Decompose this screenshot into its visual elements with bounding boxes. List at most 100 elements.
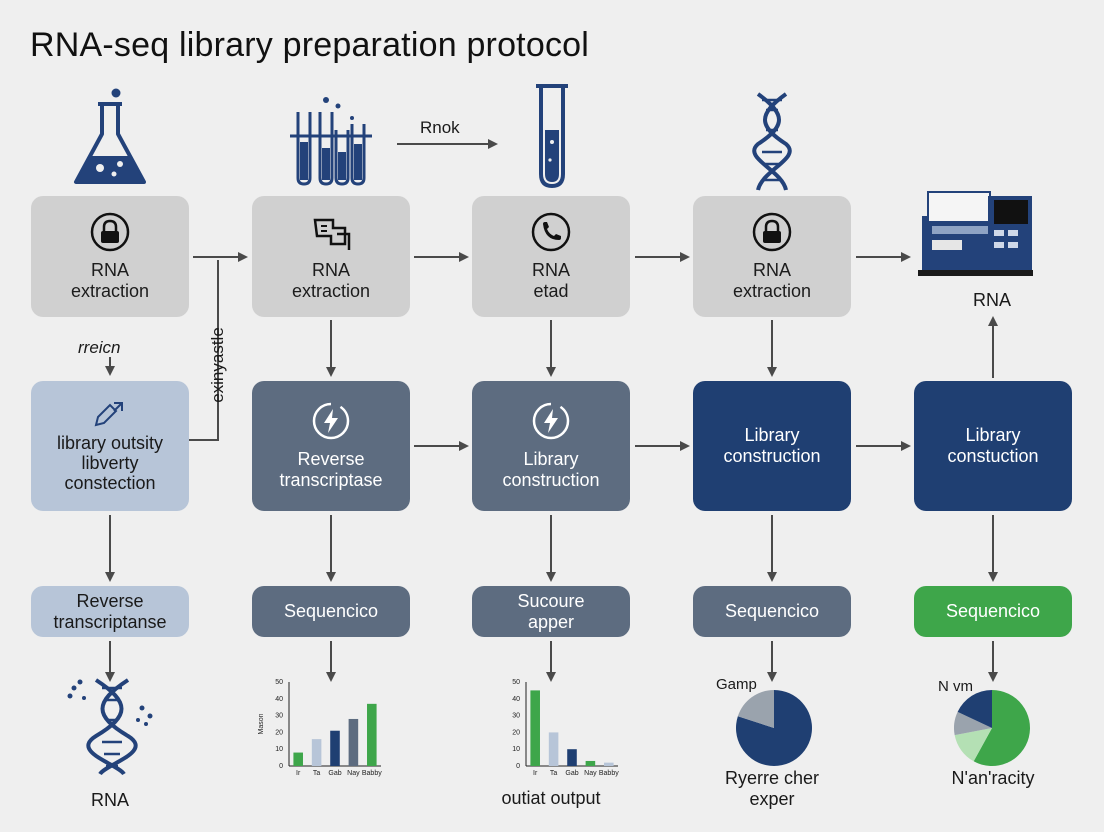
side-label-left: rreicn [78,338,121,357]
x-tick-label: Gab [565,770,578,777]
pie-slice [957,690,992,728]
x-tick-label: Babby [362,770,382,777]
pie2-title: N vm [938,678,973,695]
step-label-line1: Library [744,425,800,445]
step-label-line1: Sequencico [283,601,379,621]
step-box-sucoure-apper[interactable]: Sucoure apper [472,586,630,637]
pie-chart-1 [736,690,812,766]
step-label-line2: transcriptanse [53,611,167,632]
bar [367,703,377,766]
step-label-line2: extraction [732,280,812,301]
step-label-line1: RNA [90,259,129,280]
step-label-line2: libverty [81,453,139,473]
dna-bottom-icon [67,678,153,776]
bar [567,749,577,766]
pie-slice [954,728,992,762]
y-tick-label: 0 [279,763,283,770]
bar [530,690,540,766]
dna-label: RNA [90,790,129,810]
step-label-line2: construction [502,470,600,490]
step-box-rna-etad[interactable]: RNA etad [472,196,630,317]
bar [311,739,322,766]
step-box-rna-extraction-2[interactable]: RNA extraction [252,196,410,317]
pie-slice [954,711,992,736]
lock-icon [90,212,130,251]
y-tick-label: 20 [275,729,283,736]
step-label-line2: apper [527,611,575,632]
sequencer-machine-icon [918,191,1033,276]
step-label-line2: transcriptase [279,470,383,490]
bar [604,762,614,766]
step-box-library-construction-1[interactable]: Library construction [472,381,630,511]
bar [548,732,559,766]
page-title: RNA-seq library preparation protocol [30,26,590,64]
step-label-line1: Sequencico [724,601,820,621]
step-label-line2: etad [533,280,569,301]
y-axis-label: Mason [258,713,265,734]
step-box-library-outsity[interactable]: library outsity libverty constection [31,381,189,511]
step-label-line2: constuction [947,446,1039,466]
x-tick-label: Nay [347,770,360,777]
bar [293,752,303,766]
pie1-title: Gamp [716,676,757,693]
x-tick-label: Ta [313,770,321,777]
step-label-line2: extraction [291,280,371,301]
step-box-library-construction-2[interactable]: Library construction [693,381,851,511]
step-box-reverse-transcriptase[interactable]: Reverse transcriptase [252,381,410,511]
test-tube-icon [536,84,568,189]
step-label-line1: library outsity [56,433,164,453]
chart2-caption: outiat output [501,788,601,808]
pie1-caption-line1: Ryerre cher [724,768,820,788]
step-label-line2: extraction [70,280,150,301]
step-label-line1: Library [965,425,1021,445]
y-tick-label: 30 [512,713,520,720]
lightning-icon [532,402,570,440]
x-tick-label: Gab [328,770,341,777]
y-tick-label: 20 [512,729,520,736]
bar [348,718,359,766]
step-box-rna-extraction-1[interactable]: RNA extraction [31,196,189,317]
step-label-line2: construction [723,446,821,466]
dna-helix-icon [752,92,792,191]
lock-icon [752,212,792,251]
top-arrow-label: Rnok [420,118,460,137]
x-tick-label: Nay [584,770,597,777]
y-tick-label: 10 [275,746,283,753]
step-box-rna-extraction-3[interactable]: RNA extraction [693,196,851,317]
edit-icon [94,402,123,427]
plug-icon [313,218,351,250]
machine-label: RNA [972,290,1011,310]
y-tick-label: 30 [275,713,283,720]
y-tick-label: 0 [516,763,520,770]
x-tick-label: Babby [599,770,619,777]
pie2-caption: N'an'racity [951,768,1035,788]
step-label-line3: constection [64,473,156,493]
y-tick-label: 40 [512,696,520,703]
bar [330,730,340,766]
step-label-line1: RNA [531,259,570,280]
pie-slice [737,690,774,728]
pie1-caption-line2: exper [749,789,795,809]
lightning-icon [312,402,350,440]
y-tick-label: 40 [275,696,283,703]
step-box-sequencico-2[interactable]: Sequencico [693,586,851,637]
step-label-line1: Library [523,449,579,469]
step-box-sequencico-3[interactable]: Sequencico [914,586,1072,637]
y-tick-label: 50 [512,679,520,686]
step-label-line1: Sucoure [517,590,585,611]
step-label-line1: RNA [311,259,350,280]
y-tick-label: 50 [275,679,283,686]
step-box-sequencico-1[interactable]: Sequencico [252,586,410,637]
pie1-caption: Ryerre cher exper [692,768,852,810]
y-tick-label: 10 [512,746,520,753]
bar [585,760,596,766]
step-label-line1: Reverse [297,449,365,469]
step-box-library-constuction[interactable]: Library constuction [914,381,1072,511]
x-tick-label: Ir [533,770,538,777]
step-box-reverse-transcriptanse[interactable]: Reverse transcriptanse [31,586,189,637]
step-label-line1: RNA [752,259,791,280]
x-tick-label: Ta [550,770,558,777]
